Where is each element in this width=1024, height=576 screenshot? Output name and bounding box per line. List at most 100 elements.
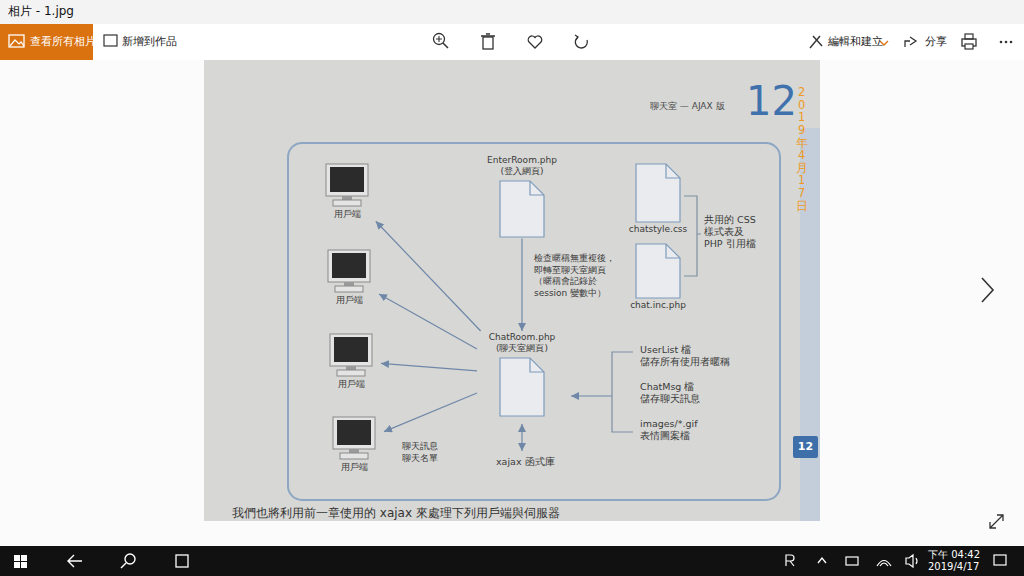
note: images/*.gif 表情圖案檔 — [640, 418, 744, 442]
next-chevron — [982, 278, 993, 302]
wifi-icon — [877, 561, 891, 567]
search-icon — [125, 554, 135, 564]
toolbar — [0, 24, 1024, 60]
chapter-tab-number: 12 — [793, 440, 818, 454]
file-node: chatstyle.css — [620, 163, 696, 235]
text-box: 用戶端 — [322, 379, 380, 390]
zoom-icon — [443, 43, 448, 48]
document-symbol — [635, 243, 681, 299]
more-icon — [1005, 41, 1008, 44]
edge-label: 檢查暱稱無重複後，即轉至聊天室網頁（暱稱會記錄於 session 變數中） — [532, 252, 624, 301]
monitor-base — [335, 286, 363, 292]
start-icon — [14, 555, 20, 561]
text-box: 用戶端 — [318, 209, 376, 220]
node-label: 用戶端 — [322, 379, 380, 390]
connector-arrow — [384, 393, 477, 432]
title-bar — [0, 0, 1024, 24]
document-fold — [666, 244, 680, 258]
toolbar-button: 查看所有相片 — [30, 35, 96, 49]
document-symbol — [499, 180, 545, 238]
monitor-neck — [344, 282, 354, 286]
start-icon — [21, 555, 27, 561]
client-computer: 用戶端 — [320, 248, 378, 306]
start-icon — [14, 562, 20, 568]
album-icon — [104, 35, 117, 46]
monitor-base — [337, 370, 365, 376]
text-box: EnterRoom.php (登入網頁) — [478, 155, 566, 178]
monitor-bezel — [328, 250, 370, 282]
monitor-base — [340, 453, 368, 459]
print-icon — [965, 34, 973, 39]
frame — [288, 143, 780, 500]
text-box: 用戶端 — [325, 462, 383, 473]
toolbar-button: 分享 — [925, 35, 947, 49]
text-box: chat.inc.php — [620, 300, 696, 311]
zoom-icon — [434, 34, 445, 45]
monitor-screen — [332, 253, 366, 278]
document-icon — [500, 181, 544, 237]
tray-icon — [786, 555, 794, 566]
client-computer: 用戶端 — [322, 332, 380, 390]
search-icon — [121, 563, 126, 568]
client-computer: 用戶端 — [325, 415, 383, 473]
task-view-icon — [176, 555, 188, 567]
taskbar — [0, 546, 1024, 576]
volume-icon — [906, 555, 917, 567]
document-fold — [530, 358, 544, 372]
more-icon — [1010, 41, 1013, 44]
edit-icon — [810, 36, 822, 48]
note: 共用的 CSS 樣式表及 PHP 引用檔 — [704, 214, 762, 250]
edge-label: 聊天訊息 聊天名單 — [400, 440, 452, 465]
window-title: 相片 - 1.jpg — [8, 4, 74, 19]
monitor-symbol — [320, 162, 374, 208]
file-node: EnterRoom.php (登入網頁) — [478, 155, 566, 238]
monitor-neck — [342, 196, 352, 200]
document-icon — [636, 164, 680, 222]
document-fold — [666, 164, 680, 178]
photo-icon — [10, 40, 24, 46]
rotate-icon — [575, 35, 578, 40]
photo-icon — [9, 35, 24, 47]
connector-arrow — [381, 363, 477, 370]
monitor-bezel — [330, 334, 372, 366]
connector-arrow — [376, 221, 481, 331]
start-icon — [21, 562, 27, 568]
monitor-symbol — [324, 332, 378, 378]
text-box: 用戶端 — [320, 295, 378, 306]
photo — [204, 60, 820, 521]
monitor-screen — [337, 420, 371, 445]
notification-icon — [994, 555, 1006, 565]
document-fold — [530, 181, 544, 195]
node-label: 用戶端 — [320, 295, 378, 306]
bracket — [612, 352, 633, 432]
document-icon — [636, 244, 680, 298]
monitor-symbol — [327, 415, 381, 461]
text-box: ChatRoom.php (聊天室網頁) — [478, 332, 566, 355]
node-label: chatstyle.css — [620, 224, 696, 235]
toolbar-button: 編輯和建立 — [828, 35, 883, 49]
note: UserList 檔 儲存所有使用者暱稱 — [640, 344, 744, 368]
tray-caret — [818, 558, 826, 563]
chapter-number: 12 — [746, 76, 797, 126]
monitor-base — [333, 200, 361, 206]
body-text: 我們也將利用前一章使用的 xajax 來處理下列用戶端與伺服器 — [232, 506, 560, 521]
monitor-neck — [349, 449, 359, 453]
monitor-bezel — [333, 417, 375, 449]
node-label: ChatRoom.php (聊天室網頁) — [478, 332, 566, 355]
share-icon — [905, 37, 916, 47]
delete-icon — [481, 34, 495, 36]
bracket — [684, 196, 701, 276]
document-icon — [500, 358, 544, 416]
text-box: chatstyle.css — [620, 224, 696, 235]
viewer-ground — [0, 60, 1024, 546]
note: ChatMsg 檔 儲存聊天訊息 — [640, 381, 744, 405]
document-symbol — [635, 163, 681, 223]
monitor-screen — [330, 167, 364, 192]
zoom-icon — [436, 36, 442, 42]
battery-icon — [846, 557, 858, 565]
library-label: xajax 函式庫 — [496, 456, 555, 468]
monitor-symbol — [322, 248, 376, 294]
